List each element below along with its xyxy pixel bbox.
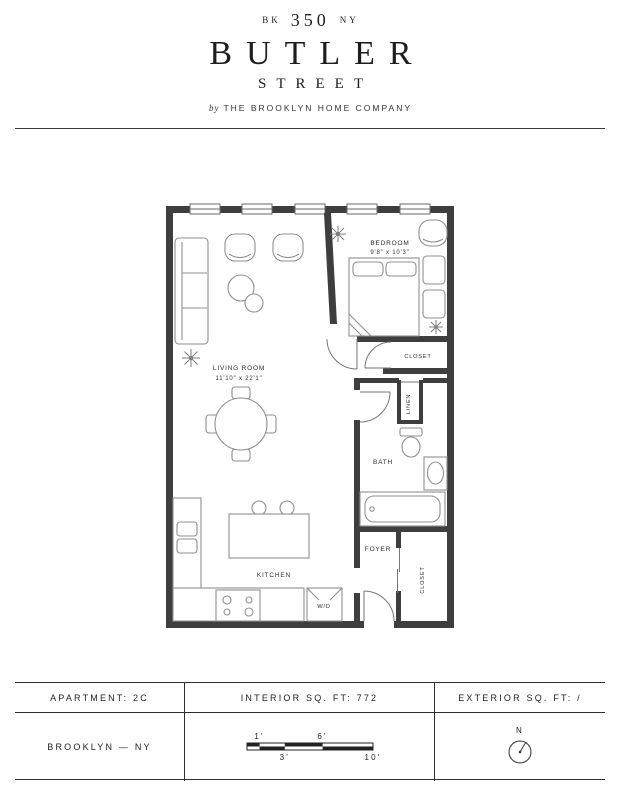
burner-icon [244,607,254,617]
bath-label: BATH [373,459,393,466]
pillow-icon [385,261,417,277]
toilet-icon [401,436,421,458]
dining-chair-icon [231,386,251,400]
interior-walls [324,213,454,621]
bench-cushion-icon [422,289,446,319]
scale-label-1ft: 1' [254,732,264,741]
foyer-closet-label: CLOSET [420,566,426,593]
scale-label-10ft: 10' [364,753,381,762]
linen-label: LINEN [406,394,412,414]
building-number: 350 [290,10,330,30]
scale-bar: 1' 3' 6' 10' [246,732,381,762]
bench-cushion-icon [422,255,446,285]
door-swing-icons [326,338,419,622]
plant-icon [429,320,443,334]
tub-faucet-icon [369,506,375,512]
exterior-sqft-cell: EXTERIOR SQ. FT: / [435,683,605,713]
bath-fixtures [359,427,448,527]
coffee-table-icon [227,274,255,302]
bk-mark: BK [262,15,281,25]
scale-label-3ft: 3' [279,753,289,762]
ny-mark: NY [339,15,359,25]
living-room-furniture [174,233,304,462]
compass-cell: N [435,713,605,781]
plant-icon [330,226,346,242]
stool-icon [251,500,267,516]
building-subtitle: STREET [258,76,373,92]
burner-icon [245,596,253,604]
interior-sqft-label: INTERIOR SQ. FT: 772 [240,692,379,703]
location-cell: BROOKLYN — NY [15,713,185,781]
compass-icon: N [508,726,532,764]
interior-sqft-cell: INTERIOR SQ. FT: 772 [185,683,435,713]
apartment-cell: APARTMENT: 2C [15,683,185,713]
washer-dryer-label: W/D [317,604,330,610]
kitchen-label: KITCHEN [257,572,291,579]
exterior-walls [166,206,454,628]
foyer-label: FOYER [365,546,391,553]
location-label: BROOKLYN — NY [47,742,152,752]
bedroom-label: BEDROOM [370,240,409,247]
living-room-dims: 11'10" x 22'1" [216,376,263,382]
stove-icon [215,589,261,622]
bedroom-furniture [348,219,448,337]
room-labels: BEDROOM 9'8" x 10'3" LIVING ROOM 11'10" … [213,240,431,610]
lounge-chair-icon [272,233,304,262]
coffee-table-icon [244,293,264,313]
dining-table-icon [214,397,268,451]
pillow-icon [352,261,384,277]
building-title: BUTLER [209,35,426,72]
sofa-icon [174,237,209,345]
floor-plan-container: BEDROOM 9'8" x 10'3" LIVING ROOM 11'10" … [161,196,461,641]
kitchen-fixtures [172,497,343,622]
info-table: APARTMENT: 2C INTERIOR SQ. FT: 772 EXTER… [15,682,605,781]
kitchen-sink-icon [176,538,198,554]
apartment-label: APARTMENT: 2C [50,692,149,703]
dining-chair-icon [231,448,251,462]
toilet-tank-icon [399,427,423,437]
plant-icons [182,226,443,367]
floor-plan: BEDROOM 9'8" x 10'3" LIVING ROOM 11'10" … [166,203,454,628]
sink-icon [426,461,445,485]
byline-company: THE BROOKLYN HOME COMPANY [223,103,413,113]
armchair-icon [418,219,448,247]
scale-label-6ft: 6' [317,732,327,741]
bedroom-dims: 9'8" x 10'3" [370,250,409,256]
bedroom-closet-label: CLOSET [404,354,431,360]
kitchen-sink-icon [176,521,198,537]
compass-north-label: N [516,726,524,735]
island-icon [228,513,310,559]
burner-icon [223,608,231,616]
stool-icon [279,500,295,516]
plant-icon [182,349,200,367]
living-room-label: LIVING ROOM [213,365,265,372]
header-divider [15,128,605,129]
byline-prefix: by [208,103,220,113]
burner-icon [222,595,232,605]
window-icons [189,203,431,215]
building-number-line: BK 350 NY [0,10,621,31]
lounge-chair-icon [224,233,256,262]
exterior-sqft-label: EXTERIOR SQ. FT: / [458,692,582,703]
scale-bar-cell: 1' 3' 6' 10' [185,713,435,781]
